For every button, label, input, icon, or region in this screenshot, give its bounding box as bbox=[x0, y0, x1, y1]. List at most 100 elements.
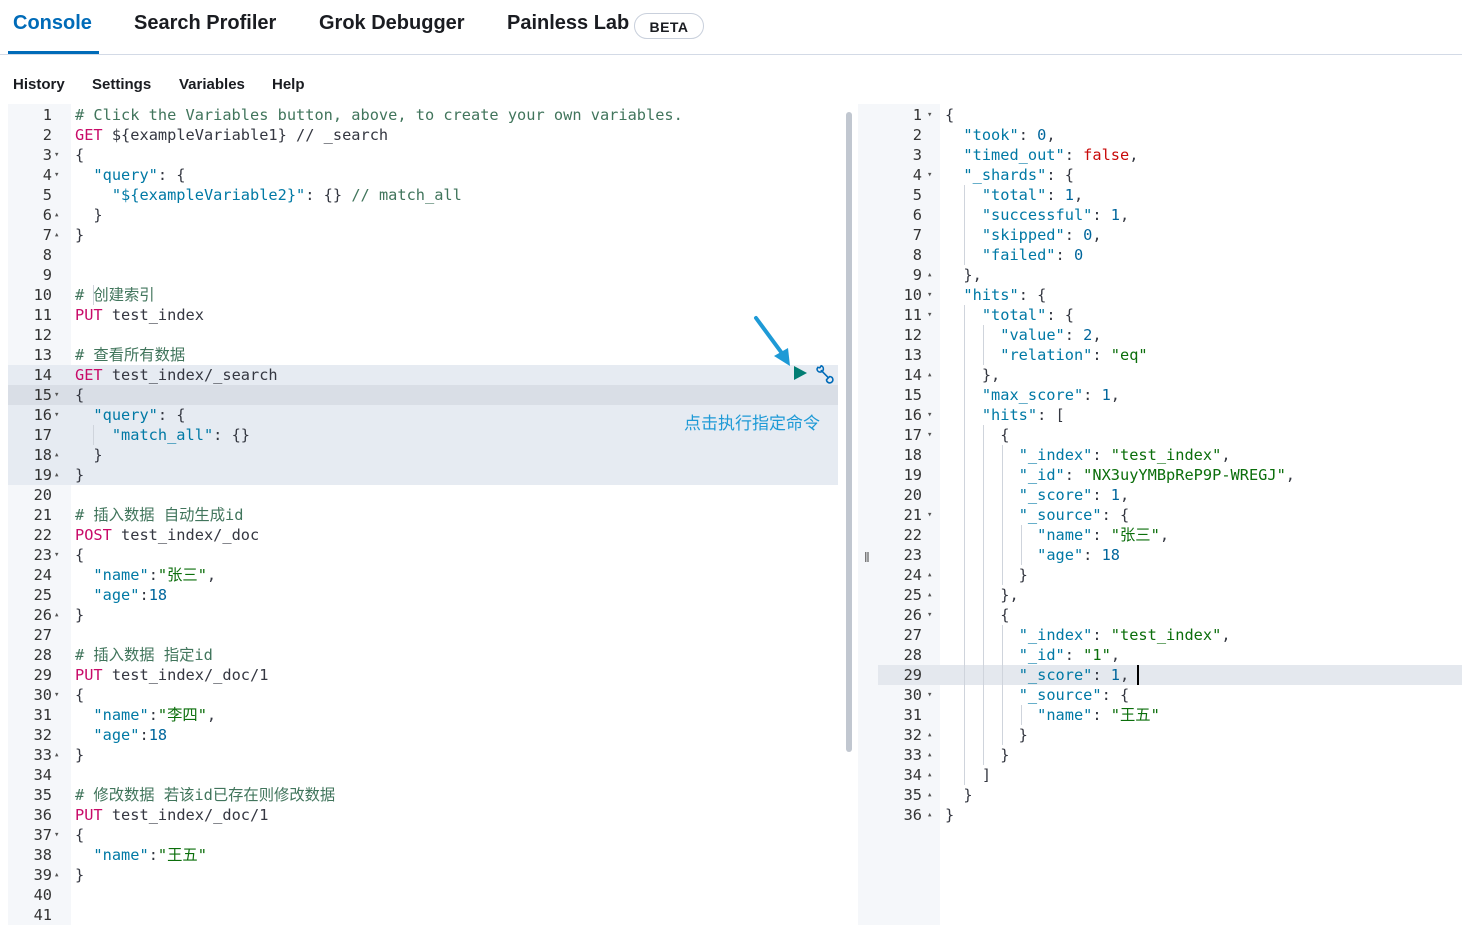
line-number: 38 bbox=[33, 846, 52, 864]
fold-icon[interactable]: ▾ bbox=[927, 110, 933, 120]
fold-icon[interactable]: ▴ bbox=[927, 730, 933, 740]
fold-icon[interactable]: ▴ bbox=[54, 450, 60, 460]
code-token: "match_all" bbox=[111, 426, 214, 444]
code-token: "_id" bbox=[1018, 466, 1065, 484]
code-token: "name" bbox=[93, 706, 149, 724]
tab-grok-debugger[interactable]: Grok Debugger bbox=[319, 12, 465, 34]
code-token: "failed" bbox=[981, 246, 1056, 264]
fold-icon[interactable]: ▴ bbox=[927, 570, 933, 580]
fold-icon[interactable]: ▴ bbox=[927, 810, 933, 820]
code-token: "王五" bbox=[1110, 706, 1160, 724]
code-token: GET bbox=[75, 126, 103, 144]
fold-icon[interactable]: ▴ bbox=[54, 230, 60, 240]
code-token bbox=[945, 686, 1019, 704]
indent-guide bbox=[983, 425, 984, 765]
code-token: "_score" bbox=[1018, 666, 1093, 684]
code-text: POST test_index/_doc bbox=[75, 525, 259, 545]
fold-icon[interactable]: ▴ bbox=[927, 790, 933, 800]
fold-icon[interactable]: ▾ bbox=[54, 170, 60, 180]
fold-icon[interactable]: ▴ bbox=[54, 210, 60, 220]
fold-icon[interactable]: ▴ bbox=[927, 770, 933, 780]
menu-variables[interactable]: Variables bbox=[179, 76, 245, 93]
code-token: "_score" bbox=[1018, 486, 1093, 504]
fold-icon[interactable]: ▾ bbox=[927, 430, 933, 440]
code-token: : {} bbox=[305, 186, 352, 204]
code-token: }, bbox=[945, 266, 982, 284]
code-token: { bbox=[75, 386, 85, 404]
code-token: "name" bbox=[93, 846, 149, 864]
pane-divider[interactable] bbox=[858, 104, 878, 925]
fold-icon[interactable]: ▴ bbox=[927, 270, 933, 280]
fold-icon[interactable]: ▴ bbox=[927, 590, 933, 600]
indent-guide bbox=[93, 425, 94, 445]
tab-search-profiler[interactable]: Search Profiler bbox=[134, 12, 277, 34]
fold-icon[interactable]: ▾ bbox=[927, 170, 933, 180]
code-text: "relation": "eq" bbox=[945, 345, 1148, 365]
code-token: , bbox=[1221, 446, 1231, 464]
fold-icon[interactable]: ▾ bbox=[927, 310, 933, 320]
code-token: "eq" bbox=[1110, 346, 1148, 364]
code-token bbox=[945, 346, 1000, 364]
response-viewer[interactable]: 1▾{2 "took": 0,3 "timed_out": false,4▾ "… bbox=[878, 104, 1462, 925]
menu-settings[interactable]: Settings bbox=[92, 76, 152, 93]
code-text: "_score": 1, bbox=[945, 665, 1130, 685]
fold-icon[interactable]: ▾ bbox=[927, 510, 933, 520]
code-token bbox=[75, 186, 112, 204]
code-text: "age":18 bbox=[75, 585, 167, 605]
line-number: 13 bbox=[33, 346, 52, 364]
fold-icon[interactable]: ▾ bbox=[54, 690, 60, 700]
fold-icon[interactable]: ▾ bbox=[54, 830, 60, 840]
fold-icon[interactable]: ▾ bbox=[54, 410, 60, 420]
line-number: 32 bbox=[903, 726, 922, 744]
code-token: } bbox=[75, 446, 103, 464]
line-number: 18 bbox=[33, 446, 52, 464]
fold-icon[interactable]: ▴ bbox=[54, 610, 60, 620]
code-token: "_shards" bbox=[963, 166, 1047, 184]
code-text: { bbox=[75, 145, 84, 165]
tab-painless-lab[interactable]: Painless Lab bbox=[507, 12, 630, 34]
code-token bbox=[945, 646, 1019, 664]
line-number: 34 bbox=[33, 766, 52, 784]
line-number: 36 bbox=[33, 806, 52, 824]
fold-icon[interactable]: ▾ bbox=[54, 150, 60, 160]
code-token bbox=[75, 726, 93, 744]
fold-icon[interactable]: ▾ bbox=[54, 550, 60, 560]
line-number: 6 bbox=[42, 206, 52, 224]
fold-icon[interactable]: ▴ bbox=[54, 470, 60, 480]
fold-icon[interactable]: ▾ bbox=[927, 410, 933, 420]
code-text: # 插入数据 自动生成id bbox=[75, 505, 243, 525]
resize-handle-icon[interactable]: ‖ bbox=[864, 549, 870, 565]
request-editor[interactable]: 1# Click the Variables button, above, to… bbox=[8, 104, 858, 925]
line-number: 37 bbox=[33, 826, 52, 844]
code-text: "_index": "test_index", bbox=[945, 445, 1231, 465]
tab-console[interactable]: Console bbox=[13, 12, 92, 34]
fold-icon[interactable]: ▴ bbox=[927, 750, 933, 760]
line-number: 26 bbox=[33, 606, 52, 624]
line-number: 40 bbox=[33, 886, 52, 904]
fold-icon[interactable]: ▴ bbox=[54, 750, 60, 760]
play-icon[interactable] bbox=[792, 364, 808, 382]
code-token bbox=[75, 586, 93, 604]
menu-history[interactable]: History bbox=[13, 76, 65, 93]
code-token: "_index" bbox=[1018, 626, 1093, 644]
fold-icon[interactable]: ▾ bbox=[927, 610, 933, 620]
line-number: 10 bbox=[33, 286, 52, 304]
code-text: } bbox=[75, 205, 102, 225]
wrench-icon[interactable] bbox=[813, 363, 835, 385]
menu-help[interactable]: Help bbox=[272, 76, 305, 93]
indent-guide bbox=[1021, 525, 1022, 565]
fold-icon[interactable]: ▾ bbox=[927, 690, 933, 700]
fold-icon[interactable]: ▴ bbox=[927, 370, 933, 380]
line-number: 33 bbox=[903, 746, 922, 764]
code-token bbox=[945, 526, 1037, 544]
request-editor-scrollbar[interactable] bbox=[846, 112, 852, 752]
code-text: # 插入数据 指定id bbox=[75, 645, 213, 665]
fold-icon[interactable]: ▾ bbox=[54, 390, 60, 400]
code-token: "王五" bbox=[157, 846, 207, 864]
code-token: : bbox=[1083, 546, 1102, 564]
code-token: "skipped" bbox=[981, 226, 1065, 244]
fold-icon[interactable]: ▾ bbox=[927, 290, 933, 300]
code-token bbox=[75, 566, 93, 584]
line-number: 5 bbox=[912, 186, 922, 204]
fold-icon[interactable]: ▴ bbox=[54, 870, 60, 880]
